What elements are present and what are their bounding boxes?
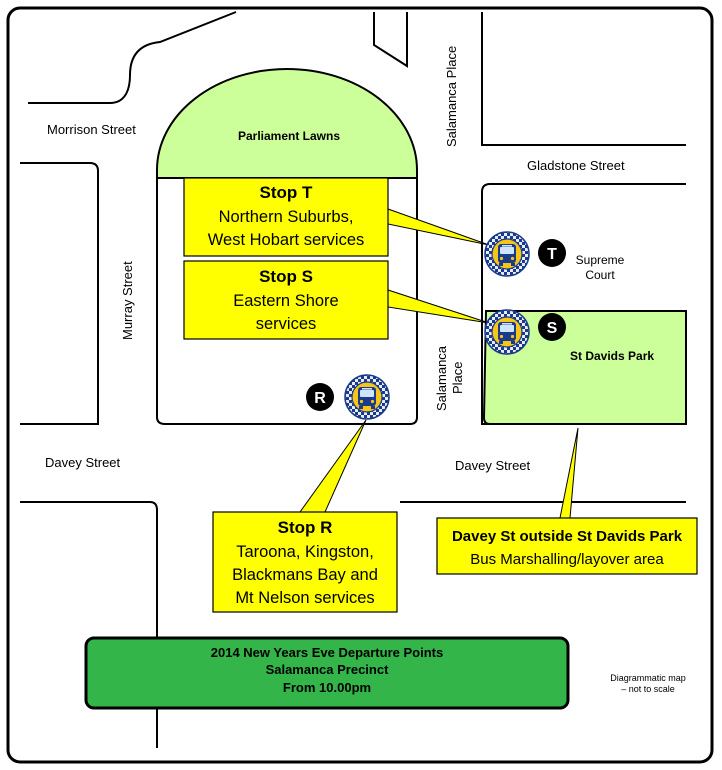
stop-s-badge: S bbox=[538, 313, 566, 341]
stop-s-line-1: Eastern Shore bbox=[233, 292, 338, 310]
stop-r-callout bbox=[212, 511, 398, 613]
stop-r-line-1: Taroona, Kingston, bbox=[236, 543, 374, 561]
stop-r-badge: R bbox=[306, 383, 334, 411]
supreme-court-label-1: Supreme bbox=[576, 253, 625, 267]
marshalling-subtitle: Bus Marshalling/layover area bbox=[470, 551, 664, 568]
title-line-1: 2014 New Years Eve Departure Points bbox=[211, 645, 443, 660]
street-salamanca-mid-2: Place bbox=[450, 361, 465, 394]
bus-stop-t-icon[interactable] bbox=[484, 231, 530, 277]
stop-t-line-2: West Hobart services bbox=[208, 231, 365, 249]
stop-t-callout bbox=[183, 177, 389, 257]
parliament-lawns bbox=[156, 68, 418, 179]
street-outlines bbox=[20, 11, 686, 748]
title-line-2: Salamanca Precinct bbox=[266, 662, 390, 677]
title-box bbox=[84, 636, 570, 710]
stop-t-line-1: Northern Suburbs, bbox=[219, 208, 354, 226]
marshalling-callout bbox=[436, 517, 698, 575]
street-salamanca-top: Salamanca Place bbox=[444, 46, 459, 147]
bus-stop-s-icon[interactable] bbox=[484, 309, 530, 355]
street-davey-left: Davey Street bbox=[45, 455, 121, 470]
supreme-court-label-2: Court bbox=[585, 268, 615, 282]
stop-t-badge-letter: T bbox=[547, 246, 557, 263]
stop-s-title: Stop S bbox=[259, 267, 313, 286]
bus-stop-r-icon[interactable] bbox=[344, 374, 390, 420]
scale-note-1: Diagrammatic map bbox=[610, 673, 686, 683]
stop-r-line-2: Blackmans Bay and bbox=[232, 566, 378, 584]
st-davids-park-label: St Davids Park bbox=[570, 349, 654, 363]
marshalling-title: Davey St outside St Davids Park bbox=[452, 528, 683, 545]
title-line-3: From 10.00pm bbox=[283, 680, 371, 695]
stop-s-badge-letter: S bbox=[547, 320, 558, 337]
stop-t-title: Stop T bbox=[260, 183, 313, 202]
stop-r-badge-letter: R bbox=[314, 390, 326, 407]
scale-note-2: – not to scale bbox=[621, 684, 675, 694]
stop-r-line-3: Mt Nelson services bbox=[235, 589, 374, 607]
stop-t-badge: T bbox=[538, 239, 566, 267]
parliament-lawns-label: Parliament Lawns bbox=[238, 129, 340, 143]
street-davey-right: Davey Street bbox=[455, 458, 531, 473]
street-salamanca-mid-1: Salamanca bbox=[434, 345, 449, 411]
st-davids-park bbox=[482, 310, 687, 425]
street-morrison: Morrison Street bbox=[47, 122, 136, 137]
street-gladstone: Gladstone Street bbox=[527, 158, 625, 173]
stop-s-callout bbox=[183, 260, 389, 340]
street-murray: Murray Street bbox=[120, 261, 135, 340]
stop-r-title: Stop R bbox=[278, 518, 333, 537]
stop-s-line-2: services bbox=[256, 315, 317, 333]
